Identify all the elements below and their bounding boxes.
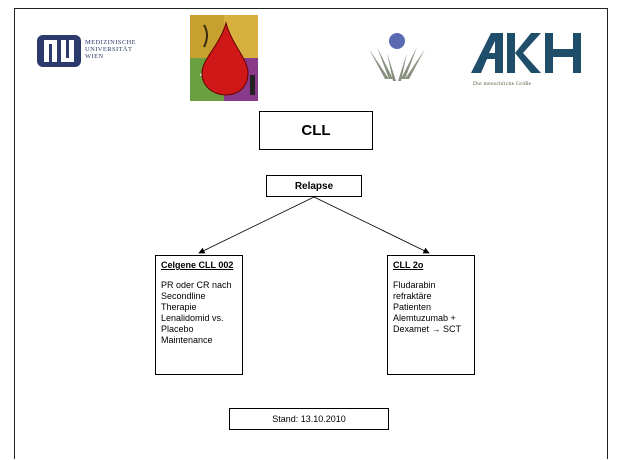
right-arm-line: refraktäre xyxy=(393,291,432,301)
left-arm-line: Placebo xyxy=(161,324,194,334)
akh-logo: Die menschliche Größe xyxy=(469,27,585,89)
akh-mark-icon xyxy=(471,33,581,73)
diagram-arrows xyxy=(198,196,430,254)
arrow-to-left-arm xyxy=(198,196,315,254)
left-arm-line: Lenalidomid vs. xyxy=(161,313,224,323)
arrow-to-right-arm xyxy=(313,196,430,254)
relapse-box: Relapse xyxy=(266,175,362,197)
left-arm-line: Secondline xyxy=(161,291,206,301)
left-arm-title: Celgene CLL 002 xyxy=(161,260,234,270)
akh-tagline: Die menschliche Größe xyxy=(473,81,532,87)
cll-2o-box: CLL 2o Fludarabin refraktäre Patienten A… xyxy=(387,255,475,375)
stand-date-box: Stand: 13.10.2010 xyxy=(229,408,389,430)
figure-rays-logo xyxy=(369,33,425,81)
muw-emblem-icon xyxy=(37,35,81,67)
celgene-cll-002-box: Celgene CLL 002 PR oder CR nach Secondli… xyxy=(155,255,243,375)
left-arm-line: Therapie xyxy=(161,302,197,312)
right-arm-line: Alemtuzumab + xyxy=(393,313,456,323)
blood-drop-logo xyxy=(190,15,258,101)
right-arm-title: CLL 2o xyxy=(393,260,424,270)
right-arm-line: Fludarabin xyxy=(393,280,436,290)
slide-frame: MEDIZINISCHE UNIVERSITÄT WIEN xyxy=(14,8,608,459)
medizinische-universitaet-wien-logo: MEDIZINISCHE UNIVERSITÄT WIEN xyxy=(37,31,187,71)
left-arm-line: PR oder CR nach xyxy=(161,280,232,290)
right-arm-line: Patienten xyxy=(393,302,432,312)
right-arm-line: Dexamet → SCT xyxy=(393,324,462,334)
left-arm-line: Maintenance xyxy=(161,335,213,345)
cll-title-box: CLL xyxy=(259,111,373,150)
muw-wordmark: MEDIZINISCHE UNIVERSITÄT WIEN xyxy=(85,39,137,60)
